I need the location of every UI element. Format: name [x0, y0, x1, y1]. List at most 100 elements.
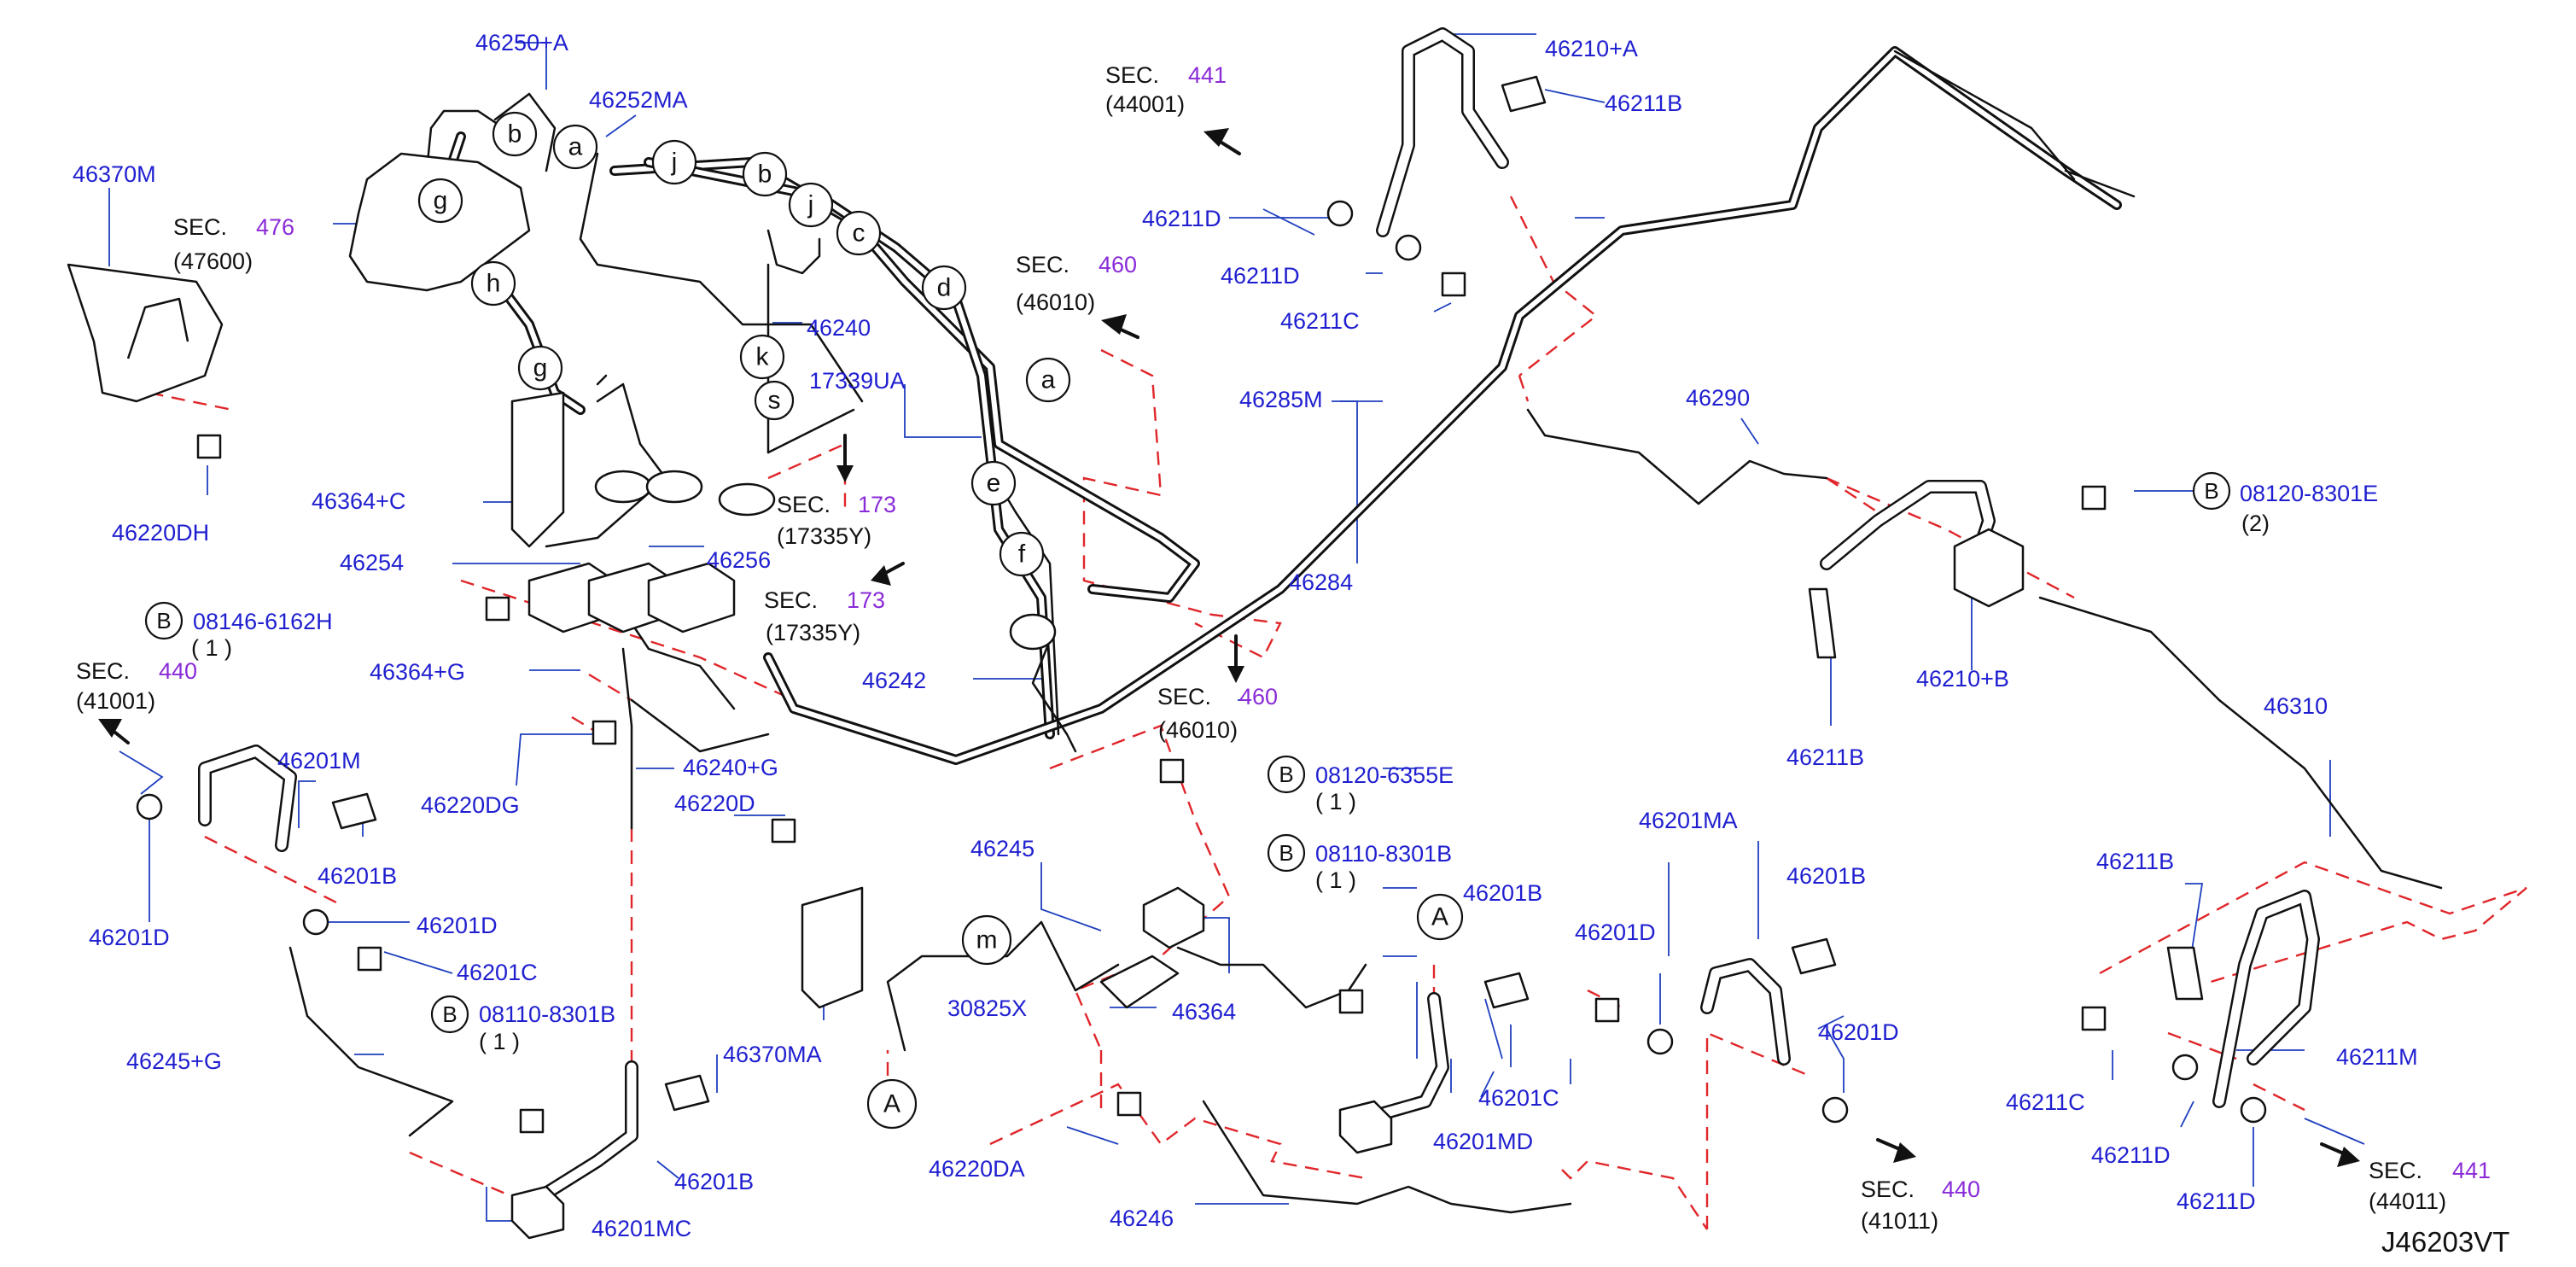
svg-text:( 1 ): ( 1 ) [191, 635, 232, 661]
bolt-46211c-1 [1441, 272, 1466, 297]
part-label: 46210+A [1545, 36, 1638, 61]
part-label: 46285M [1239, 387, 1323, 412]
svg-text:b: b [508, 120, 522, 149]
svg-text:h: h [487, 270, 501, 298]
bolt-ref-08146-6162h: B 08146-6162H ( 1 ) [144, 601, 333, 661]
marker-b-2: b [742, 151, 788, 197]
svg-text:173: 173 [847, 587, 885, 613]
bolt-references: B 08146-6162H ( 1 ) B 08120-6355E ( 1 ) … [144, 471, 2378, 1054]
svg-text:08120-8301E: 08120-8301E [2240, 481, 2378, 506]
clip-46211b-1 [1501, 75, 1547, 113]
svg-text:(46010): (46010) [1158, 717, 1238, 743]
svg-text:173: 173 [858, 492, 896, 517]
sec-ref-440-left: SEC. 440 (41001) [76, 658, 197, 714]
svg-text:a: a [568, 133, 583, 161]
hose-46201mc [522, 1060, 638, 1211]
svg-text:08110-8301B: 08110-8301B [1315, 841, 1452, 867]
junction-46210b [1953, 528, 2025, 608]
clip-46201b-3 [1483, 972, 1530, 1009]
svg-text:( 1 ): ( 1 ) [1315, 789, 1356, 814]
direction-arrows [98, 128, 2360, 1167]
svg-text:A: A [883, 1090, 900, 1118]
part-label: 46211M [2336, 1044, 2418, 1070]
washer-46201d-1 [136, 793, 163, 820]
svg-text:(44001): (44001) [1105, 91, 1185, 117]
sec-ref-460-mid: SEC. 460 (46010) [1157, 684, 1278, 743]
part-label: 46364+C [312, 488, 405, 514]
svg-text:08120-6355E: 08120-6355E [1315, 762, 1454, 788]
svg-text:f: f [1018, 540, 1026, 569]
bolt-46220dh [196, 434, 222, 459]
svg-text:(17335Y): (17335Y) [777, 523, 871, 549]
part-label: 46211C [1280, 308, 1360, 334]
clip-46211b-2 [1808, 587, 1837, 659]
svg-text:SEC.: SEC. [764, 587, 818, 613]
bolt-46211c-2 [2081, 1006, 2107, 1031]
part-label: 46211D [2177, 1188, 2256, 1214]
part-label: 46256 [707, 547, 771, 573]
svg-text:B: B [442, 1001, 457, 1027]
part-label: 46254 [340, 550, 404, 575]
part-label: 46211D [1142, 206, 1221, 231]
circle-markers: b a g j b j c h d g k a s e f m A A [417, 111, 1464, 1130]
part-label: 46290 [1686, 385, 1750, 411]
part-label: 46211B [2096, 849, 2174, 874]
part-label: 46250+A [475, 30, 568, 55]
part-label: 46201MC [592, 1216, 691, 1241]
clip-46201b-1 [331, 792, 377, 830]
marker-c: c [836, 210, 882, 256]
clamp-30825x [1099, 955, 1180, 1009]
section-references: SEC. 476 (47600) SEC. 441 (44001) SEC. 4… [76, 62, 2491, 1234]
svg-text:j: j [671, 149, 678, 177]
svg-text:SEC.: SEC. [1157, 684, 1211, 709]
part-label: 46310 [2264, 693, 2328, 719]
part-label: 46201MA [1639, 808, 1738, 833]
sec-ref-440-right: SEC. 440 (41011) [1861, 1176, 1980, 1234]
svg-text:d: d [937, 274, 952, 302]
part-label: 46201D [417, 913, 498, 938]
marker-e: e [970, 460, 1017, 506]
marker-a-2: a [1025, 357, 1071, 403]
marker-j-1: j [651, 139, 697, 185]
bolt-ref-08120-6355e: B 08120-6355E ( 1 ) [1267, 755, 1454, 814]
part-label: 46201C [457, 960, 538, 985]
bolt-46220d [771, 818, 796, 844]
part-label: 46220DH [112, 520, 209, 546]
svg-text:(17335Y): (17335Y) [766, 620, 860, 645]
part-label: 46242 [862, 668, 926, 693]
part-label: 46246 [1110, 1206, 1174, 1231]
svg-text:B: B [2204, 478, 2218, 504]
bolt-ref-08120-8301e: B 08120-8301E (2) [2192, 471, 2378, 536]
svg-text:SEC.: SEC. [1016, 252, 1069, 277]
marker-d: d [921, 265, 967, 311]
part-label: 46364 [1172, 999, 1236, 1025]
diagram-code: J46203VT [2381, 1226, 2509, 1258]
part-label: 46211D [1221, 263, 1300, 289]
brake-pipes [288, 46, 2443, 1214]
part-label: 46201B [1463, 880, 1542, 906]
washer-46211d-1 [1326, 200, 1354, 227]
block-46201md [1338, 1100, 1393, 1154]
svg-text:440: 440 [1942, 1176, 1980, 1202]
marker-A-1: A [866, 1078, 918, 1130]
block-46201mc [510, 1185, 565, 1240]
part-labels: 46250+A 46252MA 46370M 46240 17339UA 463… [73, 30, 2418, 1241]
svg-text:s: s [768, 387, 781, 415]
marker-j-2: j [788, 182, 834, 228]
washer-46211d-4 [2240, 1096, 2267, 1124]
svg-text:440: 440 [159, 658, 197, 684]
svg-text:441: 441 [1188, 62, 1227, 88]
sec-ref-441-bottom: SEC. 441 (44011) [2369, 1158, 2491, 1214]
svg-text:476: 476 [256, 214, 294, 240]
svg-text:SEC.: SEC. [2369, 1158, 2422, 1183]
svg-text:(47600): (47600) [173, 248, 253, 274]
bolt-46220da [1116, 1091, 1142, 1117]
washer-46201d-2 [302, 908, 329, 936]
marker-m: m [961, 914, 1012, 966]
svg-text:SEC.: SEC. [1861, 1176, 1915, 1202]
svg-text:k: k [756, 343, 770, 371]
sec-ref-476: SEC. 476 (47600) [173, 214, 294, 274]
bracket-46364c [510, 391, 565, 548]
part-label: 46201D [1818, 1019, 1899, 1045]
part-label: 46201D [1575, 920, 1656, 945]
